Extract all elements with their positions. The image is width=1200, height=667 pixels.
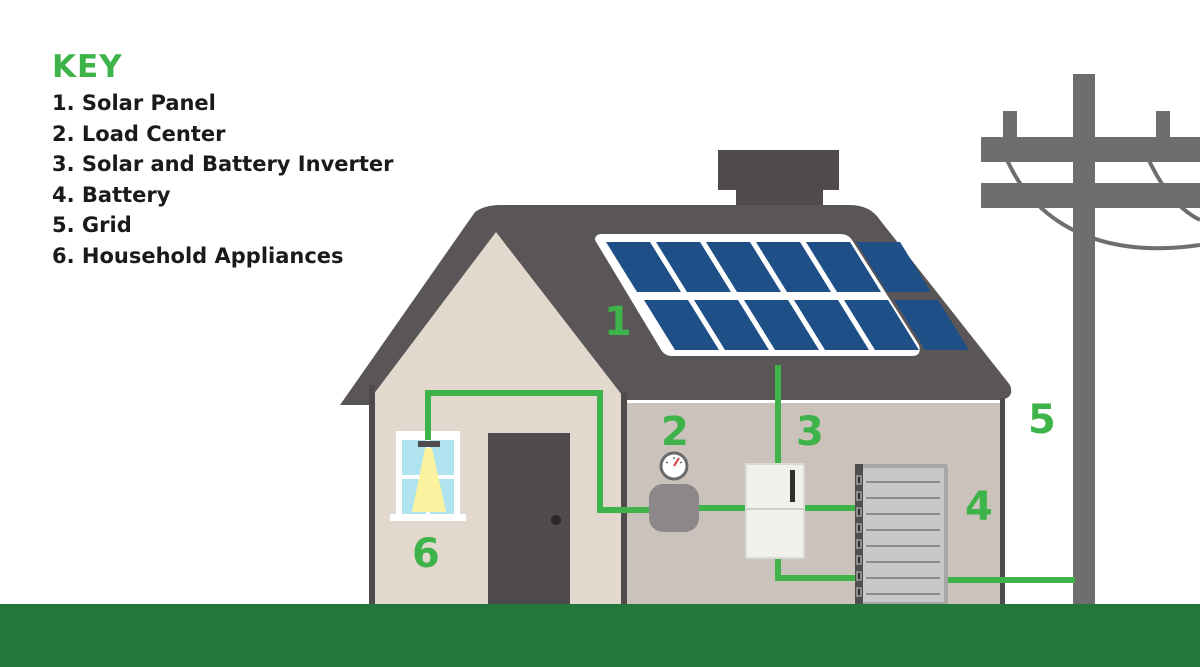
solar-cell — [894, 300, 969, 350]
battery-terminal — [856, 523, 862, 533]
solar-cell — [656, 242, 731, 292]
inverter — [745, 463, 805, 559]
ground — [0, 604, 1200, 667]
legend-item-appliances: 6. Household Appliances — [52, 243, 344, 268]
legend-item-load-center: 2. Load Center — [52, 121, 226, 146]
legend: KEY 1. Solar Panel 2. Load Center 3. Sol… — [52, 50, 394, 271]
load-center — [649, 451, 699, 532]
label-solar-panel: 1 — [604, 299, 632, 345]
battery-terminal — [856, 491, 862, 501]
solar-cell — [694, 300, 769, 350]
solar-cell — [644, 300, 719, 350]
label-battery: 4 — [965, 484, 993, 530]
battery-terminal — [856, 539, 862, 549]
label-grid: 5 — [1028, 397, 1056, 443]
solar-cell — [794, 300, 869, 350]
solar-cell — [756, 242, 831, 292]
legend-item-solar-panel: 1. Solar Panel — [52, 91, 216, 115]
battery — [855, 464, 948, 606]
legend-list: 1. Solar Panel 2. Load Center 3. Solar a… — [52, 88, 394, 271]
battery-terminal — [856, 475, 862, 485]
wiring — [425, 365, 1075, 583]
solar-cell — [606, 242, 681, 292]
label-load-center: 2 — [661, 409, 689, 455]
window-light-appliance — [390, 431, 466, 521]
legend-item-battery: 4. Battery — [52, 182, 171, 207]
solar-cell — [706, 242, 781, 292]
solar-panel — [595, 234, 969, 356]
battery-terminal — [856, 507, 862, 517]
legend-item-grid: 5. Grid — [52, 213, 132, 237]
solar-cell — [806, 242, 881, 292]
solar-cell — [744, 300, 819, 350]
battery-terminal — [856, 555, 862, 565]
battery-terminal — [856, 571, 862, 581]
label-appliances: 6 — [412, 531, 440, 577]
label-inverter: 3 — [796, 409, 824, 455]
door — [488, 433, 570, 609]
legend-title: KEY — [52, 49, 123, 85]
chimney — [718, 150, 839, 190]
solar-cell — [856, 242, 931, 292]
legend-item-inverter: 3. Solar and Battery Inverter — [52, 152, 394, 176]
solar-cell — [844, 300, 919, 350]
utility-pole — [981, 74, 1200, 609]
battery-terminal — [856, 587, 862, 597]
